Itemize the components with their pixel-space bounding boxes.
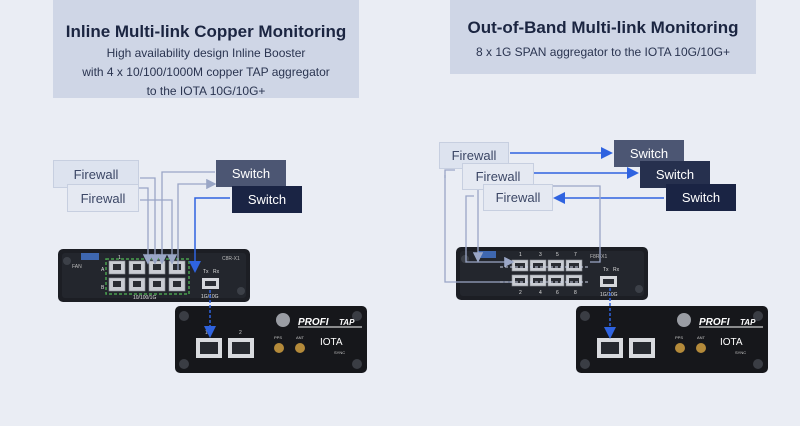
right-title-box: Out-of-Band Multi-link Monitoring 8 x 1G… [450, 0, 756, 74]
right-port-num-3: 3 [539, 252, 542, 258]
right-model-label: F8R-X1 [590, 254, 607, 260]
left-desc-line-1: High availability design Inline Booster [106, 46, 306, 60]
left-iota-port-1: 1 [205, 330, 208, 336]
left-title: Inline Multi-link Copper Monitoring [65, 22, 347, 41]
right-span-module: F8R-X1 1 3 5 7 2 4 6 8 Tx Rx 1G/10G [456, 247, 648, 300]
right-iota-sync: SYNC [735, 350, 746, 355]
left-tx-label: Tx [203, 269, 209, 275]
right-desc-line-1: 8 x 1G SPAN aggregator to the IOTA 10G/1… [475, 45, 731, 59]
left-fan-label: FAN [72, 264, 82, 270]
left-port-letter-a: A [101, 267, 105, 273]
right-iota-product: IOTA [720, 337, 743, 348]
left-iota-port-2: 2 [239, 330, 242, 336]
left-port-letter-b: B [101, 285, 105, 291]
left-blue-links [189, 197, 230, 338]
right-port-num-2: 2 [519, 290, 522, 296]
left-switch-2: Switch [232, 186, 302, 213]
right-firewall-3: Firewall [483, 184, 553, 211]
right-title: Out-of-Band Multi-link Monitoring [467, 18, 739, 37]
left-port-num-2: 2 [158, 255, 161, 261]
right-port-num-6: 6 [556, 290, 559, 296]
left-desc-line-3: to the IOTA 10G/10G+ [146, 84, 266, 98]
left-iota-product: IOTA [320, 337, 343, 348]
right-switch-2: Switch [640, 161, 710, 188]
right-iota-brand: PROFI [699, 317, 730, 328]
right-iota-pps: PPS [675, 335, 683, 340]
left-iota-ant: ANT [296, 335, 305, 340]
right-port-num-8: 8 [574, 290, 577, 296]
right-sfp-label: 1G/10G [600, 292, 618, 298]
left-iota-brand-suffix: TAP [339, 318, 355, 327]
left-iota-sync: SYNC [334, 350, 345, 355]
left-firewall-1: Firewall [53, 160, 139, 188]
right-iota-device: PROFI TAP PPS ANT IOTA SYNC [576, 306, 768, 373]
left-speed-label: 10/100/1G [133, 295, 156, 301]
left-desc-line-2: with 4 x 10/100/1000M copper TAP aggrega… [82, 65, 330, 79]
right-iota-brand-suffix: TAP [740, 318, 756, 327]
left-title-box: Inline Multi-link Copper Monitoring High… [53, 0, 359, 98]
right-port-num-1: 1 [519, 252, 522, 258]
right-blue-links [510, 147, 664, 339]
right-rx-label: Rx [613, 267, 620, 273]
right-port-num-4: 4 [539, 290, 542, 296]
left-iota-pps: PPS [274, 335, 282, 340]
left-iota-device: PROFI TAP 1 2 PPS ANT IOTA SYNC [175, 306, 367, 373]
right-internal-links [500, 266, 590, 283]
right-switch-3: Switch [666, 184, 736, 211]
right-port-num-5: 5 [556, 252, 559, 258]
left-copper-module: FAN C8R-X1 1 2 A B 10/100/1G Tx Rx 1G/10… [58, 249, 250, 302]
left-switch-1: Switch [216, 160, 286, 187]
left-rx-label: Rx [213, 269, 220, 275]
right-port-num-7: 7 [574, 252, 577, 258]
left-firewall-2: Firewall [67, 184, 139, 212]
left-port-num-1: 1 [118, 255, 121, 261]
right-tx-label: Tx [603, 267, 609, 273]
left-iota-brand: PROFI [298, 317, 329, 328]
left-model-label: C8R-X1 [222, 256, 240, 262]
right-iota-ant: ANT [697, 335, 706, 340]
